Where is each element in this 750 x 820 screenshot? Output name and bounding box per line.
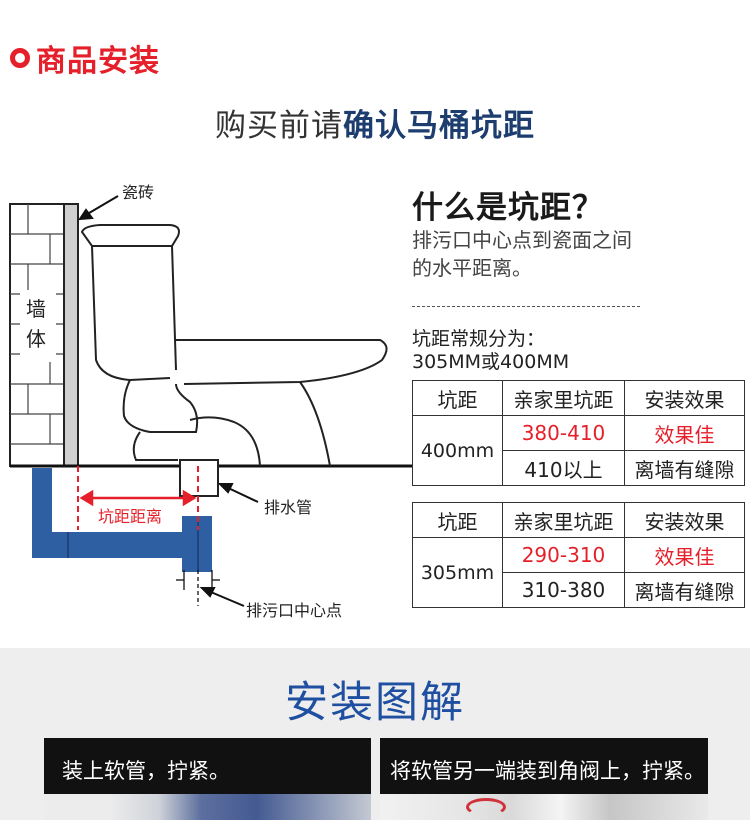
center-marker xyxy=(176,570,220,606)
install-step-2: 将软管另一端装到角阀上，拧紧。 xyxy=(380,738,708,820)
subtitle-part2: 确认马桶坑距 xyxy=(343,108,535,144)
wall-label-2: 体 xyxy=(26,327,46,351)
tile-label: 瓷砖 xyxy=(122,183,154,202)
size-cell: 400mm xyxy=(412,415,503,486)
standard-line-2: 305MM或400MM xyxy=(412,351,570,373)
header-cell: 安装效果 xyxy=(624,502,745,538)
dashed-divider xyxy=(412,306,640,307)
header-cell: 安装效果 xyxy=(624,380,745,416)
standard-line-1: 坑距常规分为： xyxy=(412,328,546,350)
drain-pipe xyxy=(32,468,212,572)
spec-table-305: 坑距 亲家里坑距 安装效果 305mm 290-310 效果佳 310-380 … xyxy=(412,502,745,608)
effect-cell: 离墙有缝隙 xyxy=(624,572,745,608)
effect-cell: 效果佳 xyxy=(624,537,745,573)
spec-table-400: 坑距 亲家里坑距 安装效果 400mm 380-410 效果佳 410以上 离墙… xyxy=(412,380,745,486)
step-1-photo xyxy=(44,794,371,820)
step-2-photo xyxy=(380,794,708,820)
table-row: 400mm 380-410 效果佳 xyxy=(412,415,745,486)
pipe-label: 排水管 xyxy=(264,498,312,517)
standard-distances: 坑距常规分为： 305MM或400MM xyxy=(412,328,569,374)
header-cell: 坑距 xyxy=(412,380,503,416)
distance-arrow xyxy=(79,489,197,507)
section-header: 商品安装 xyxy=(10,36,160,80)
page-subtitle: 购买前请确认马桶坑距 xyxy=(0,100,750,145)
header-cell: 亲家里坑距 xyxy=(502,502,625,538)
description-line-2: 的水平距离。 xyxy=(412,256,532,280)
range-cell: 310-380 xyxy=(502,572,625,608)
install-step-1: 装上软管，拧紧。 xyxy=(44,738,371,820)
range-cell: 290-310 xyxy=(502,537,625,573)
question-description: 排污口中心点到瓷面之间 的水平距离。 xyxy=(412,226,712,282)
table-row: 410以上 离墙有缝隙 xyxy=(413,450,745,486)
toilet-distance-diagram: 坑距距离 瓷砖 墙 体 排水管 排污口中心点 xyxy=(9,183,412,620)
valve-ring-icon xyxy=(466,798,506,816)
table-header-row: 坑距 亲家里坑距 安装效果 xyxy=(412,502,745,538)
question-title: 什么是坑距？ xyxy=(412,190,604,226)
tile-strip xyxy=(63,203,79,467)
center-label: 排污口中心点 xyxy=(246,601,342,620)
description-line-1: 排污口中心点到瓷面之间 xyxy=(412,228,632,252)
step-2-caption: 将软管另一端装到角阀上，拧紧。 xyxy=(390,759,705,783)
circle-bullet-icon xyxy=(10,48,30,68)
range-cell: 410以上 xyxy=(502,450,625,486)
wall-label-1: 墙 xyxy=(26,297,46,321)
distance-label: 坑距距离 xyxy=(98,507,162,526)
effect-cell: 离墙有缝隙 xyxy=(624,450,745,486)
callout-arrows xyxy=(78,195,259,607)
step-1-caption: 装上软管，拧紧。 xyxy=(62,759,230,783)
header-cell: 坑距 xyxy=(412,502,503,538)
section-title: 商品安装 xyxy=(36,44,160,79)
size-cell: 305mm xyxy=(412,537,503,608)
table-header-row: 坑距 亲家里坑距 安装效果 xyxy=(412,380,745,416)
subtitle-part1: 购买前请 xyxy=(215,108,343,144)
header-cell: 亲家里坑距 xyxy=(502,380,625,416)
range-cell: 380-410 xyxy=(502,415,625,451)
install-title: 安装图解 xyxy=(285,678,465,728)
toilet-outline xyxy=(80,224,388,467)
table-row: 310-380 离墙有缝隙 xyxy=(413,572,745,608)
effect-cell: 效果佳 xyxy=(624,415,745,451)
brick-wall xyxy=(9,203,65,467)
table-row: 305mm 290-310 效果佳 xyxy=(412,537,745,608)
